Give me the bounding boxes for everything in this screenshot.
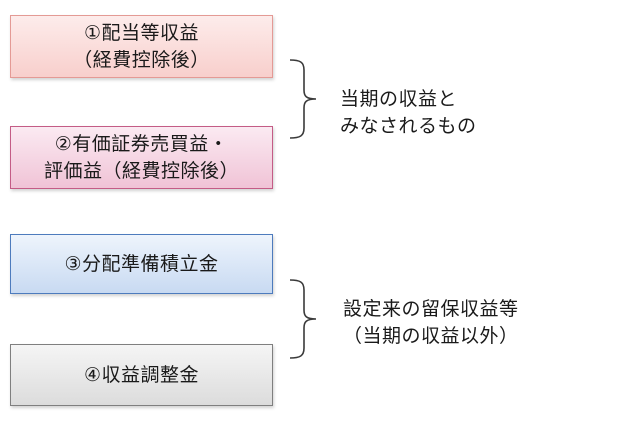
box-dividend-income: ①配当等収益 （経費控除後） <box>10 15 273 78</box>
box-dividend-income-text: ①配当等収益 （経費控除後） <box>73 22 210 71</box>
box-distribution-reserve-text: ③分配準備積立金 <box>64 252 219 275</box>
brace-retained-earnings <box>289 279 317 359</box>
box-income-adjustment: ④収益調整金 <box>10 344 273 406</box>
box-securities-gain-text: ②有価証券売買益・ 評価益（経費控除後） <box>43 133 239 182</box>
label-current-income: 当期の収益と みなされるもの <box>340 88 477 137</box>
brace-current-income <box>289 59 317 139</box>
box-distribution-reserve: ③分配準備積立金 <box>10 234 273 294</box>
box-income-adjustment-text: ④収益調整金 <box>83 363 200 386</box>
box-securities-gain: ②有価証券売買益・ 評価益（経費控除後） <box>10 126 273 189</box>
label-retained-earnings: 設定来の留保収益等 （当期の収益以外） <box>343 298 519 347</box>
